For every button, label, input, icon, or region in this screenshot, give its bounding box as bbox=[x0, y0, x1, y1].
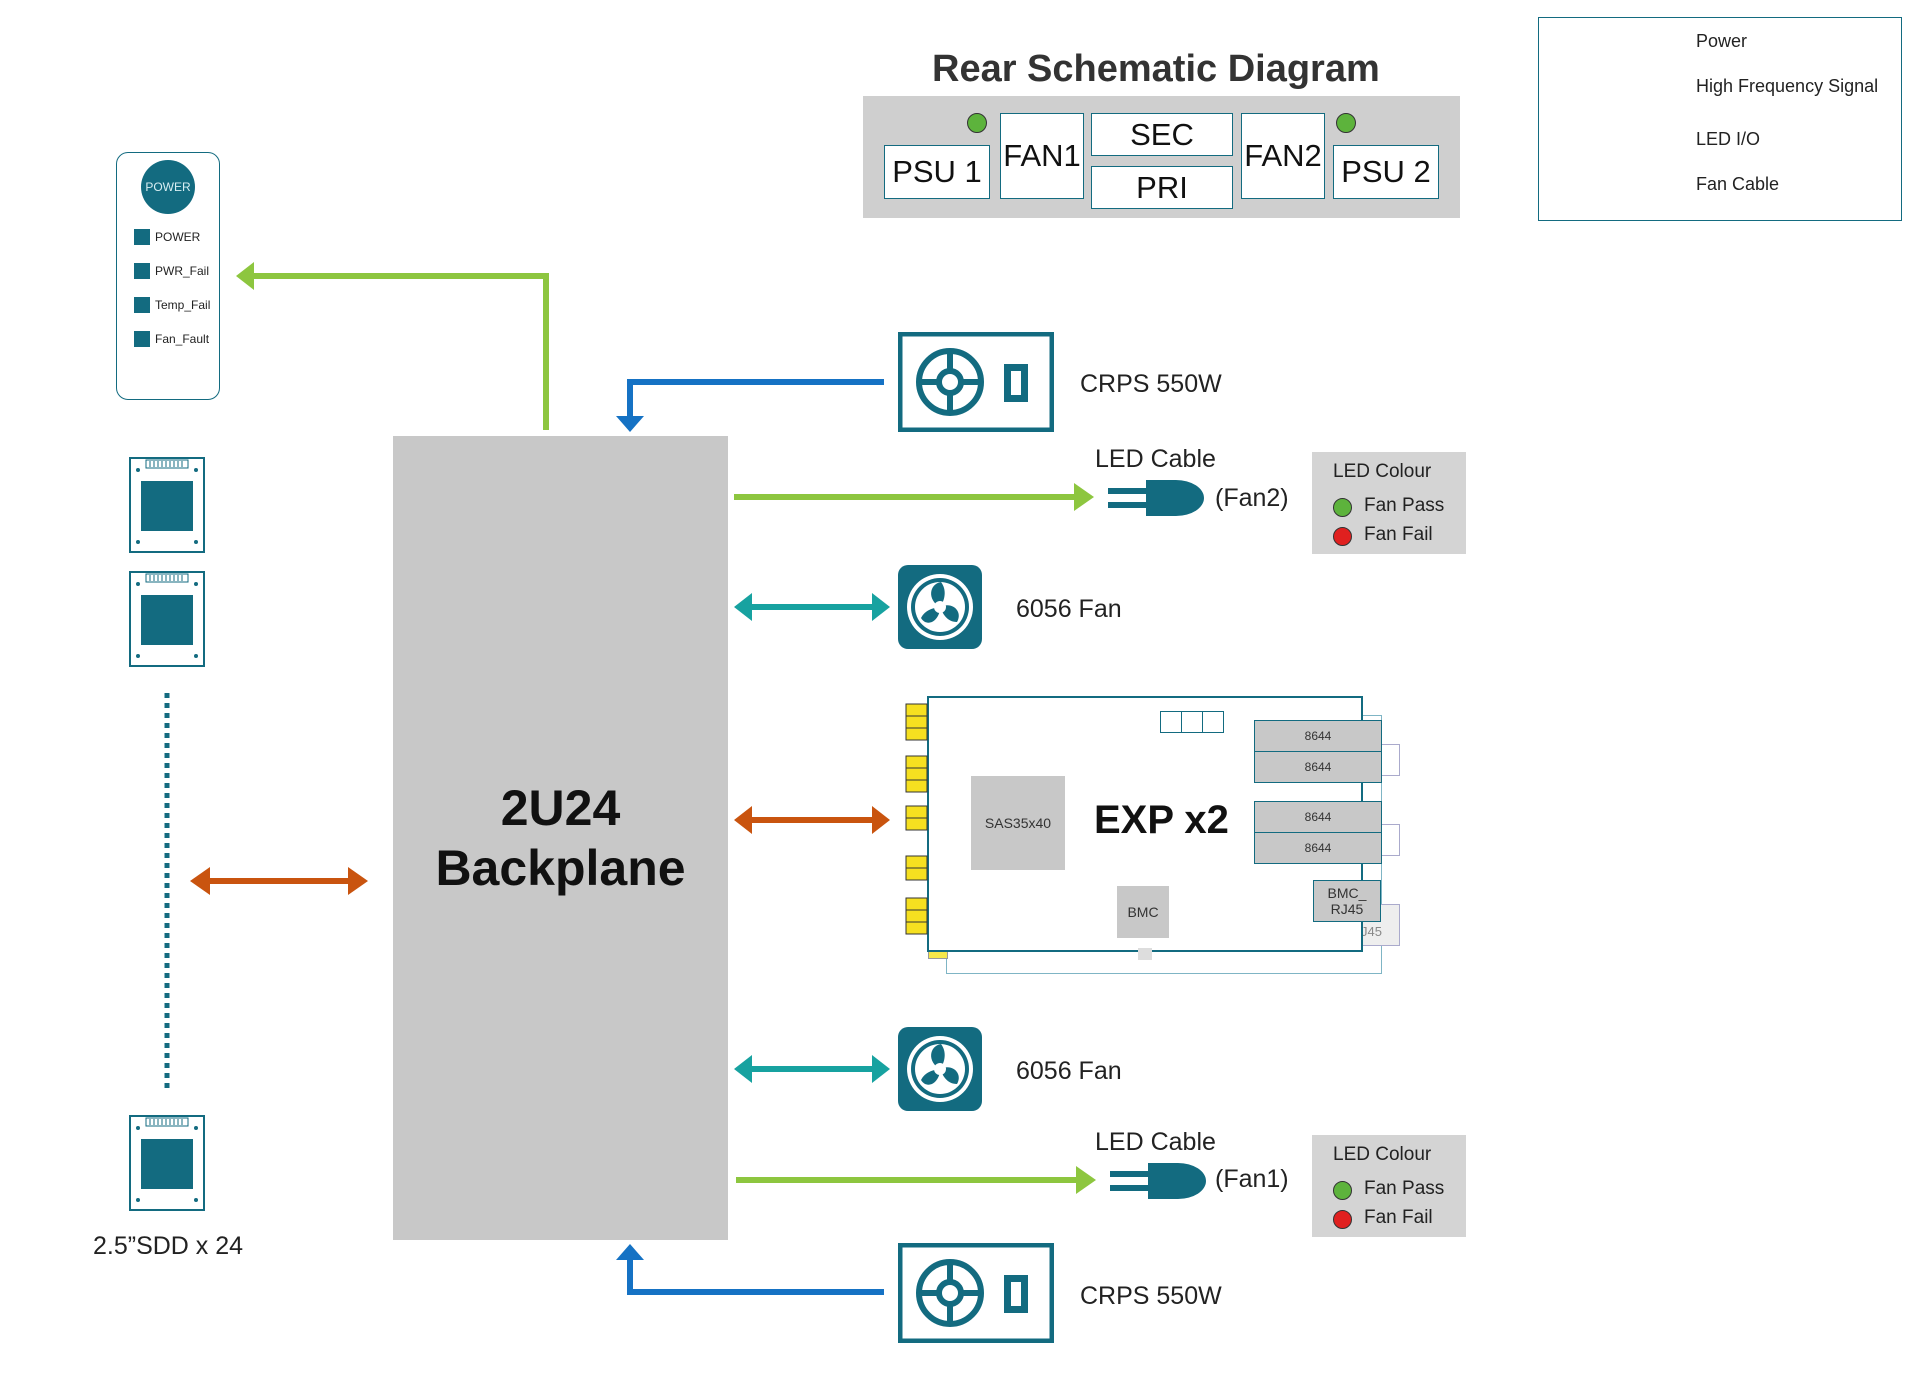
psu2-led bbox=[1336, 113, 1356, 133]
exp-shadow-port bbox=[1380, 744, 1400, 776]
legend-hf-label: High Frequency Signal bbox=[1696, 76, 1879, 96]
power-top-arrow bbox=[616, 379, 884, 432]
front-led-power bbox=[134, 229, 150, 245]
led-colour-bottom-fail: Fan Fail bbox=[1364, 1207, 1433, 1228]
hf-expander-arrow bbox=[734, 806, 890, 834]
rear-pri-label: PRI bbox=[1136, 169, 1188, 205]
led-cable-bottom-sub: (Fan1) bbox=[1215, 1165, 1289, 1193]
front-led-pwr-fail bbox=[134, 263, 150, 279]
rear-fan1-label: FAN1 bbox=[1003, 138, 1081, 173]
power-button[interactable]: POWER bbox=[141, 160, 195, 214]
exp-port-8644[interactable]: 8644 bbox=[1254, 801, 1382, 833]
led-connector-icon bbox=[1110, 1163, 1206, 1199]
exp-bmc-tab bbox=[1138, 948, 1152, 960]
front-led-temp-fail bbox=[134, 297, 150, 313]
psu-icon bbox=[898, 1243, 1054, 1343]
fan-cable-bottom-arrow bbox=[734, 1055, 890, 1083]
exp-shadow-port bbox=[1380, 824, 1400, 856]
led-cable-bottom-arrow bbox=[736, 1166, 1096, 1194]
exp-port-label: 8644 bbox=[1304, 841, 1332, 855]
psu1-led bbox=[967, 113, 987, 133]
crps-bottom-label: CRPS 550W bbox=[1080, 1282, 1222, 1310]
legend-fan-label: Fan Cable bbox=[1696, 174, 1780, 194]
hf-ssd-arrow bbox=[190, 867, 368, 895]
exp-bmc-rj45-port[interactable]: BMC_ RJ45 bbox=[1313, 880, 1381, 922]
fan-fail-dot bbox=[1333, 1210, 1352, 1229]
front-led-fan-fault bbox=[134, 331, 150, 347]
front-led-pwr-fail-label: PWR_Fail bbox=[155, 264, 210, 278]
power-bottom-arrow bbox=[616, 1244, 884, 1295]
exp-port-8644[interactable]: 8644 bbox=[1254, 751, 1382, 783]
led-colour-top-fail: Fan Fail bbox=[1364, 524, 1433, 545]
fan-fail-dot bbox=[1333, 527, 1352, 546]
ssd-drive-icon bbox=[129, 1115, 205, 1211]
led-cable-top-title: LED Cable bbox=[1095, 445, 1216, 473]
exp-bmc-chip: BMC bbox=[1117, 886, 1169, 938]
rear-sec: SEC bbox=[1091, 113, 1233, 156]
legend-power-label: Power bbox=[1696, 31, 1748, 51]
crps-top-label: CRPS 550W bbox=[1080, 370, 1222, 398]
exp-port-label: 8644 bbox=[1304, 729, 1332, 743]
rear-pri: PRI bbox=[1091, 166, 1233, 209]
backplane-label-line2: Backplane bbox=[435, 840, 686, 896]
backplane-block: 2U24 Backplane bbox=[393, 436, 728, 1240]
exp-edge-connectors bbox=[905, 703, 928, 935]
ssd-drive-icon bbox=[129, 571, 205, 667]
fan-pass-dot bbox=[1333, 1181, 1352, 1200]
front-led-fan-fault-label: Fan_Fault bbox=[155, 332, 210, 346]
fan-icon bbox=[898, 1027, 982, 1111]
exp-port-label: 8644 bbox=[1304, 810, 1332, 824]
rear-psu1: PSU 1 bbox=[884, 145, 990, 199]
rear-sec-label: SEC bbox=[1130, 116, 1194, 152]
rear-psu2-label: PSU 2 bbox=[1341, 154, 1431, 189]
backplane-label-line1: 2U24 bbox=[500, 780, 621, 836]
exp-sas-chip: SAS35x40 bbox=[971, 776, 1065, 870]
led-cable-bottom-title: LED Cable bbox=[1095, 1128, 1216, 1156]
exp-bmc-chip-label: BMC bbox=[1127, 904, 1159, 920]
exp-title: EXP x2 bbox=[1094, 798, 1229, 842]
exp-sas-chip-label: SAS35x40 bbox=[984, 815, 1052, 831]
led-colour-bottom-title: LED Colour bbox=[1333, 1144, 1432, 1165]
rear-fan2-label: FAN2 bbox=[1244, 138, 1322, 173]
front-led-temp-fail-label: Temp_Fail bbox=[155, 298, 211, 312]
fan-top-label: 6056 Fan bbox=[1016, 595, 1122, 623]
led-colour-top-title: LED Colour bbox=[1333, 461, 1432, 482]
fan-bottom-label: 6056 Fan bbox=[1016, 1057, 1122, 1085]
power-button-label: POWER bbox=[145, 180, 191, 194]
front-led-power-label: POWER bbox=[155, 230, 201, 244]
led-io-frontpanel-arrow bbox=[236, 262, 549, 430]
exp-bmc-rj45-label-2: RJ45 bbox=[1330, 901, 1364, 917]
rear-psu1-label: PSU 1 bbox=[892, 154, 982, 189]
fan-pass-dot bbox=[1333, 498, 1352, 517]
exp-shadow-rj45-label: J45 bbox=[1361, 924, 1382, 939]
led-cable-top-arrow bbox=[734, 483, 1094, 511]
fan-cable-top-arrow bbox=[734, 593, 890, 621]
fan-icon bbox=[898, 565, 982, 649]
led-colour-top-pass: Fan Pass bbox=[1364, 495, 1445, 516]
exp-port-8644[interactable]: 8644 bbox=[1254, 832, 1382, 864]
page-title: Rear Schematic Diagram bbox=[932, 48, 1380, 90]
ssd-label: 2.5”SDD x 24 bbox=[93, 1232, 244, 1260]
exp-bmc-rj45-label-1: BMC_ bbox=[1327, 885, 1367, 901]
ssd-drive-icon bbox=[129, 457, 205, 553]
rear-fan2: FAN2 bbox=[1241, 113, 1325, 199]
exp-header-pins bbox=[1160, 711, 1224, 733]
exp-port-label: 8644 bbox=[1304, 760, 1332, 774]
rear-psu2: PSU 2 bbox=[1333, 145, 1439, 199]
led-colour-bottom-pass: Fan Pass bbox=[1364, 1178, 1445, 1199]
legend-led-label: LED I/O bbox=[1696, 129, 1761, 149]
led-connector-icon bbox=[1108, 480, 1204, 516]
exp-port-8644[interactable]: 8644 bbox=[1254, 720, 1382, 752]
led-cable-top-sub: (Fan2) bbox=[1215, 484, 1289, 512]
legend-box bbox=[1538, 17, 1902, 221]
rear-fan1: FAN1 bbox=[1000, 113, 1084, 199]
psu-icon bbox=[898, 332, 1054, 432]
